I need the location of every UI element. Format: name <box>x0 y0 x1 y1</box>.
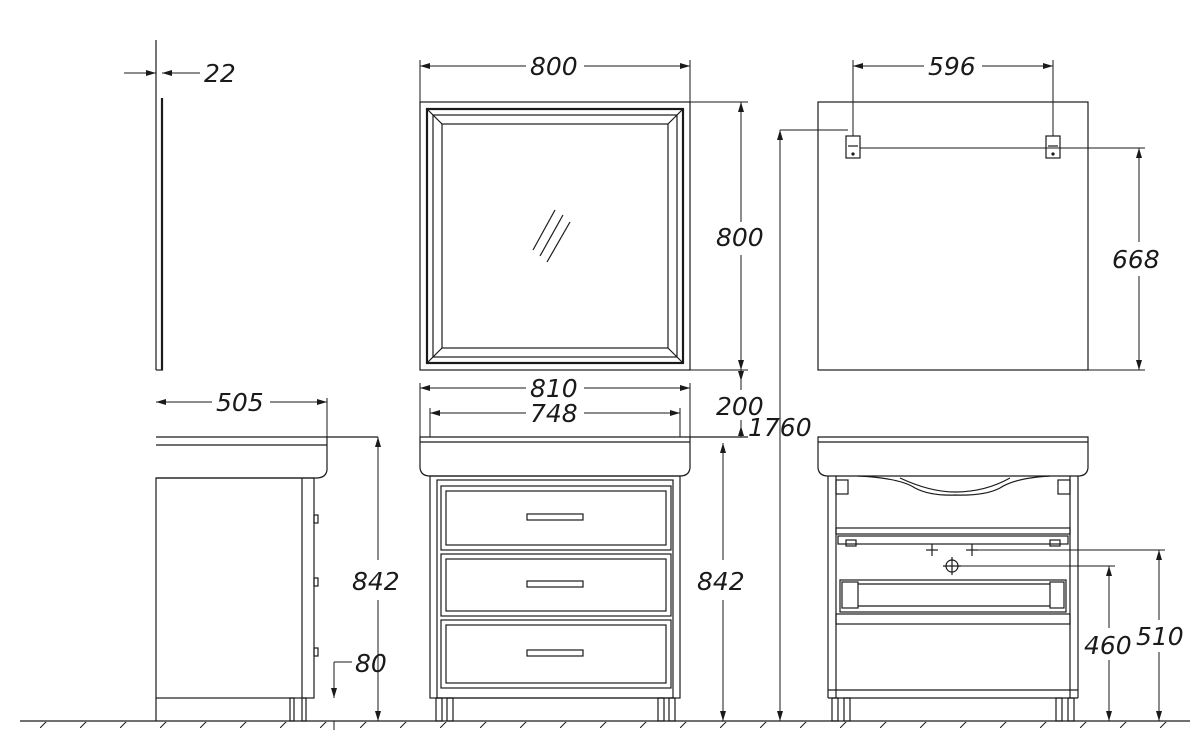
dim-vanity-height-front: 842 <box>697 443 745 721</box>
mirror-side-profile <box>155 40 164 371</box>
front-view: 800 800 200 <box>419 52 764 722</box>
label-drain-height: 460 <box>1084 631 1132 660</box>
drawer-handle-icon <box>526 580 584 588</box>
dim-total-height: 1760 <box>748 129 848 721</box>
floor-line <box>20 720 1190 730</box>
label-mirror-width: 800 <box>530 52 578 81</box>
dim-vanity-height-side: 842 <box>352 437 400 721</box>
mount-bracket-icon <box>845 135 861 159</box>
dim-cabinet-depth: 505 <box>156 388 328 437</box>
label-pipe-height: 510 <box>1136 622 1184 651</box>
drawer-1 <box>440 485 672 551</box>
label-cabinet-width: 748 <box>530 399 578 428</box>
mirror-back <box>817 101 1089 371</box>
label-basin-width: 810 <box>530 374 578 403</box>
label-total-height: 1760 <box>748 413 812 442</box>
drawer-handle-icon <box>526 513 584 521</box>
label-mount-spacing: 596 <box>928 52 976 81</box>
drawer-3 <box>440 619 672 689</box>
drawer-handle-icon <box>526 649 584 657</box>
back-view: 596 668 <box>817 52 1184 722</box>
basin-front <box>419 436 748 477</box>
label-vanity-height-front: 842 <box>697 567 745 596</box>
label-vanity-height-side: 842 <box>352 567 400 596</box>
cabinet-side <box>155 477 319 722</box>
label-cabinet-depth: 505 <box>216 388 264 417</box>
cabinet-front <box>429 475 681 722</box>
dim-mount-spacing: 596 <box>852 52 1054 136</box>
drawer-2 <box>440 553 672 617</box>
label-mirror-height: 800 <box>716 223 764 252</box>
basin-side <box>156 436 378 479</box>
label-mount-height: 668 <box>1112 245 1160 274</box>
dim-cabinet-width: 748 <box>429 399 681 437</box>
dim-gap-above-basin: 200 <box>716 370 764 437</box>
cabinet-back <box>827 476 1079 722</box>
dim-drain-height: 460 <box>958 565 1132 721</box>
label-leg-height: 80 <box>355 649 387 678</box>
label-gap-above-basin: 200 <box>716 392 764 421</box>
dim-mount-height: 668 <box>860 147 1160 371</box>
basin-back <box>817 436 1089 496</box>
dim-basin-width: 810 <box>419 374 691 437</box>
mirror-front <box>419 101 691 371</box>
label-mirror-thickness: 22 <box>204 59 236 88</box>
dim-mirror-thickness: 22 <box>124 59 236 88</box>
dim-leg-height: 80 <box>331 649 387 730</box>
dim-mirror-width: 800 <box>419 52 691 102</box>
dim-mirror-height: 800 <box>690 101 764 371</box>
dim-pipe-height: 510 <box>972 549 1184 721</box>
mount-bracket-icon <box>1045 135 1061 159</box>
drain-marker-icon <box>926 544 978 556</box>
glass-reflection-icon <box>532 209 571 263</box>
side-view: 22 505 <box>124 40 400 730</box>
